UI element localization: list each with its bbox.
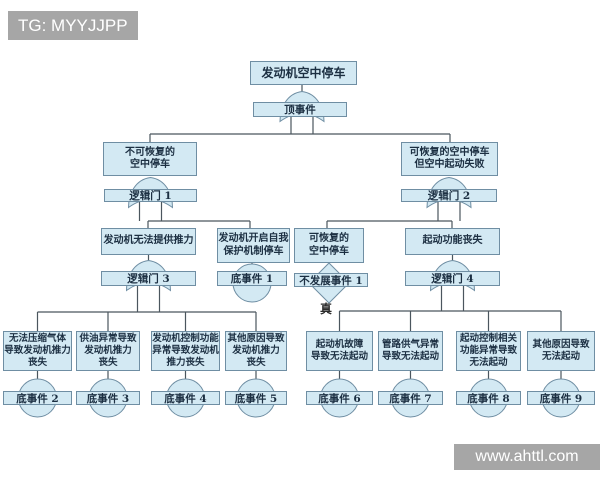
cause-box-7: 管路供气异常 导致无法起动: [378, 331, 443, 371]
logic-gate-1-label: 逻辑门 1: [104, 189, 197, 202]
unrecoverable-shutdown-box: 不可恢复的 空中停车: [103, 142, 197, 176]
basic-event-1-label: 底事件 1: [217, 271, 287, 286]
cause-box-5: 其他原因导致 发动机推力 丧失: [225, 331, 287, 371]
basic-event-3-label: 底事件 3: [76, 391, 140, 405]
logic-gate-2-label: 逻辑门 2: [401, 189, 497, 202]
self-protection-shutdown-box: 发动机开启自我 保护机制停车: [217, 228, 290, 263]
cause-box-3: 供油异常导致 发动机推力 丧失: [76, 331, 140, 371]
start-function-loss-box: 起动功能丧失: [405, 228, 500, 255]
logic-gate-3-label: 逻辑门 3: [101, 271, 196, 286]
true-note: 真: [320, 302, 333, 316]
cause-box-8: 起动控制相关 功能异常导致 无法起动: [456, 331, 521, 371]
basic-event-5-label: 底事件 5: [225, 391, 287, 405]
cause-box-4: 发动机控制功能 异常导致发动机 推力丧失: [151, 331, 220, 371]
basic-event-9-label: 底事件 9: [527, 391, 595, 405]
basic-event-2-label: 底事件 2: [3, 391, 72, 405]
watermark-tag: TG: MYYJJPP: [8, 11, 138, 40]
recoverable-restart-fail-box: 可恢复的空中停车 但空中起动失败: [401, 142, 498, 176]
no-thrust-box: 发动机无法提供推力: [101, 228, 196, 255]
recoverable-shutdown-box: 可恢复的 空中停车: [294, 228, 364, 263]
top-event-symbol-label: 顶事件: [253, 102, 347, 117]
basic-event-4-label: 底事件 4: [151, 391, 220, 405]
logic-gate-4-label: 逻辑门 4: [405, 271, 500, 286]
top-event-box: 发动机空中停车: [250, 61, 357, 85]
cause-box-2: 无法压缩气体 导致发动机推力 丧失: [3, 331, 72, 371]
cause-box-9: 其他原因导致 无法起动: [527, 331, 595, 371]
basic-event-7-label: 底事件 7: [378, 391, 443, 405]
watermark-site: www.ahttl.com: [454, 444, 600, 470]
undeveloped-event-label: 不发展事件 1: [294, 273, 368, 287]
basic-event-8-label: 底事件 8: [456, 391, 521, 405]
basic-event-6-label: 底事件 6: [306, 391, 373, 405]
cause-box-6: 起动机故障 导致无法起动: [306, 331, 373, 371]
